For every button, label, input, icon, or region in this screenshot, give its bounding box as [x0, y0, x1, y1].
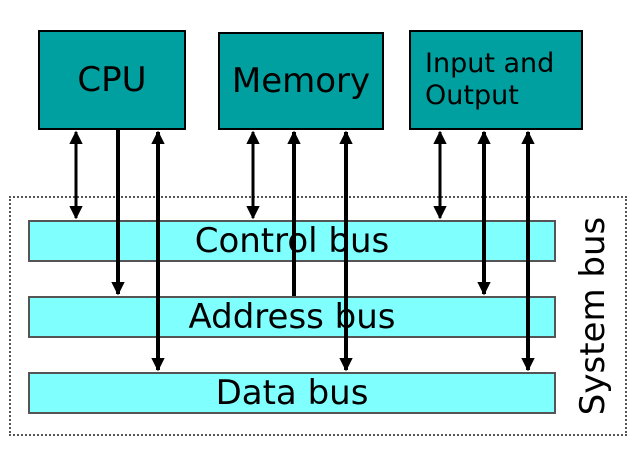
address-bus-label: Address bus	[188, 297, 396, 337]
input-output-box: Input and Output	[409, 30, 583, 130]
address-bus: Address bus	[28, 296, 556, 338]
cpu-box: CPU	[38, 30, 186, 130]
memory-label: Memory	[231, 61, 371, 101]
input-output-label: Input and Output	[425, 48, 555, 111]
system-bus-boundary	[9, 196, 627, 436]
cpu-label: CPU	[77, 60, 147, 100]
data-bus-label: Data bus	[215, 373, 369, 413]
data-bus: Data bus	[28, 372, 556, 414]
memory-box: Memory	[218, 32, 384, 130]
